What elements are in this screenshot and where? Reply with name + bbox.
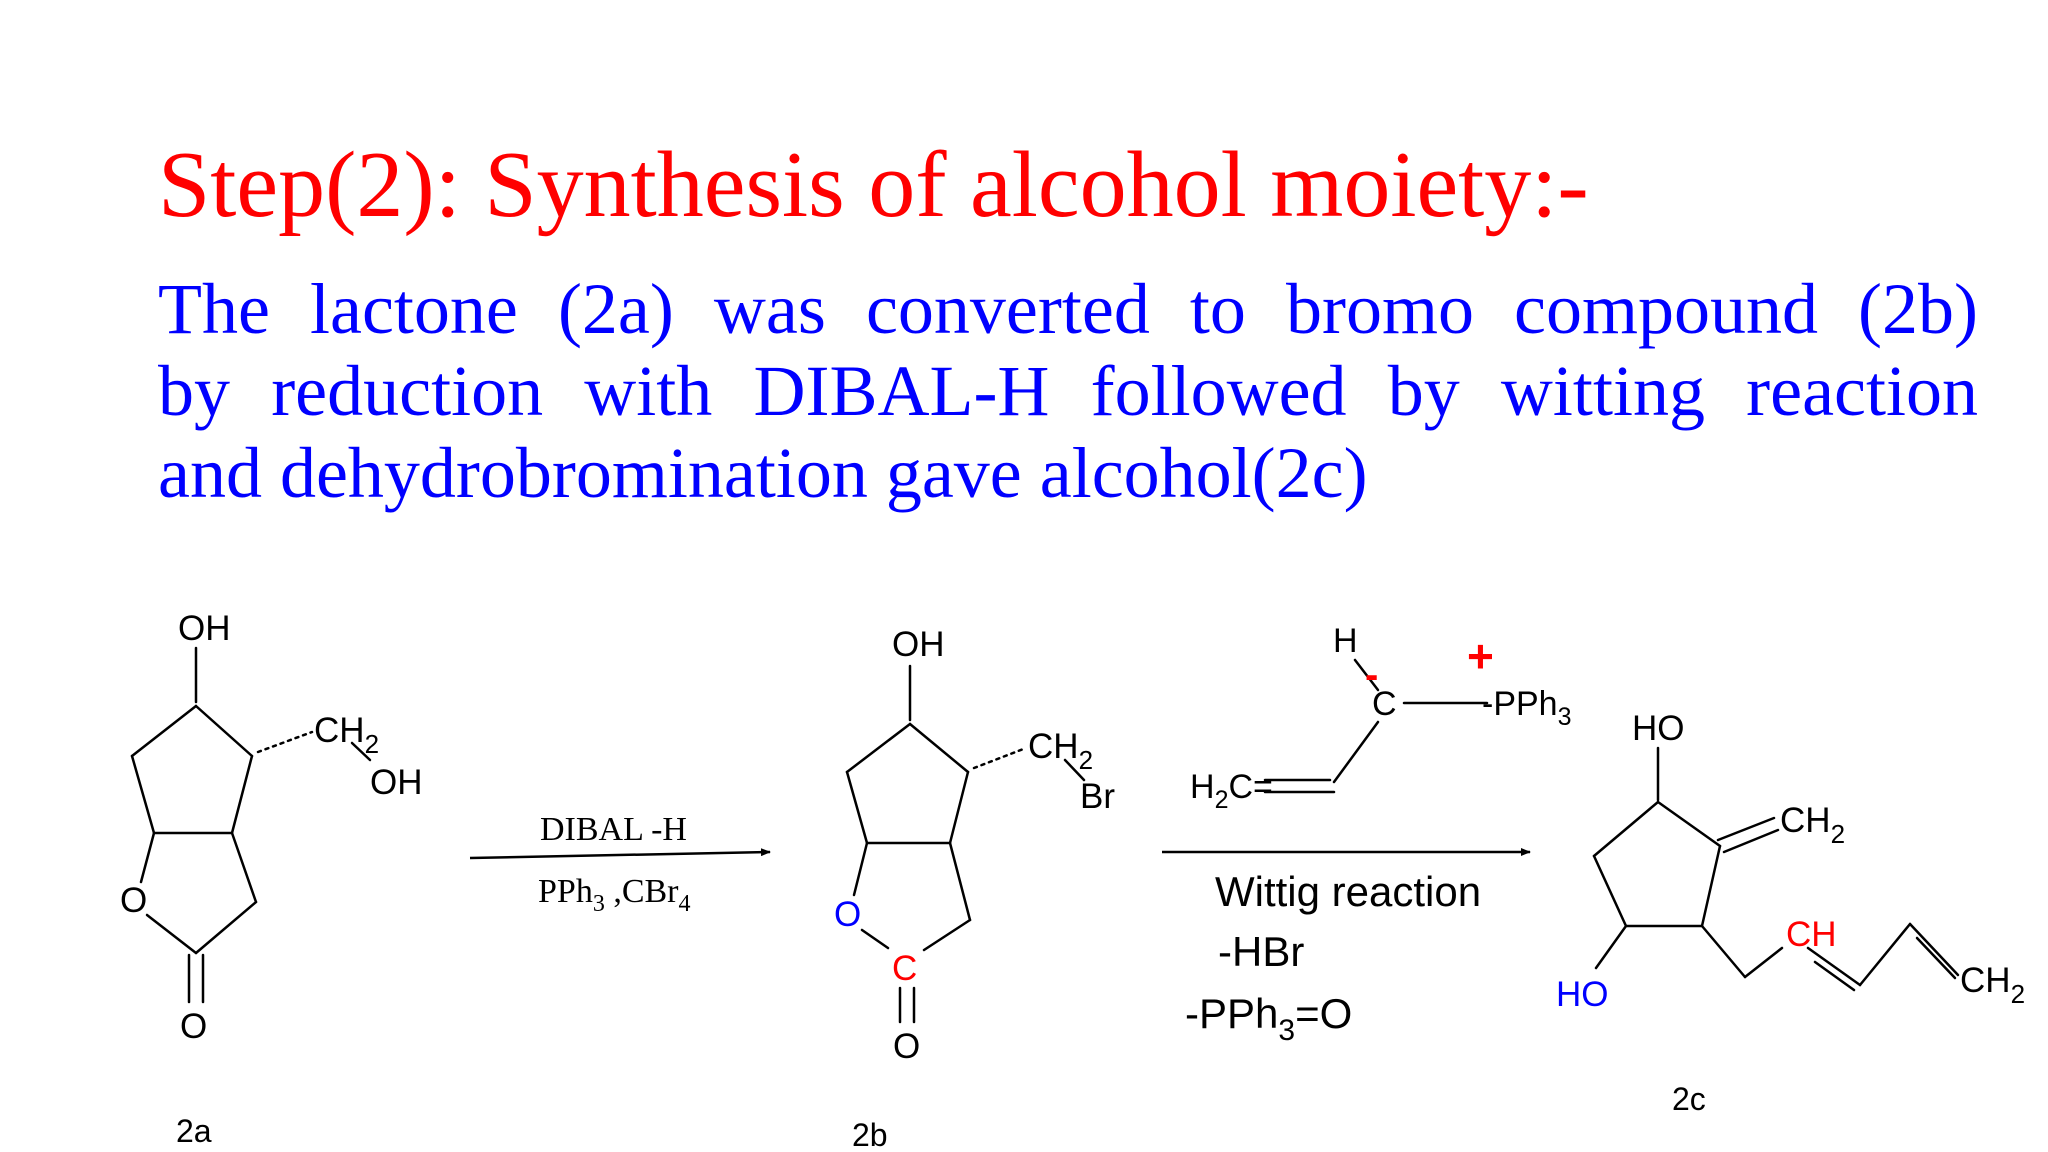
bond-2b-c5-c4 xyxy=(845,770,869,845)
bond-2a-c4-o xyxy=(139,831,156,884)
arrow-2-hbr: -HBr xyxy=(1218,928,1304,975)
description-line-3: and dehydrobromination gave alcohol(2c) xyxy=(158,433,1368,513)
bond-2b-c3-ch2 xyxy=(948,841,972,922)
bond-ylide-h-c xyxy=(1353,658,1380,692)
bond-2c-exo-1 xyxy=(1716,816,1776,842)
bond-2c-chain-5 xyxy=(1908,922,1960,977)
2c-ho-top: HO xyxy=(1632,709,1685,748)
bond-2c-chain-4 xyxy=(1858,922,1912,987)
2a-label: 2a xyxy=(176,1113,212,1149)
bond-2a-c5-c4 xyxy=(130,754,156,835)
ylide-reagent xyxy=(1263,658,1489,794)
2b-br: Br xyxy=(1080,777,1115,816)
arrow-1-reagent-top: DIBAL -H xyxy=(540,811,687,848)
bond-2b-c4-o xyxy=(852,841,869,897)
2a-carbonyl-o: O xyxy=(180,1007,207,1046)
ylide-pph3: -PPh3 xyxy=(1482,685,1572,731)
2c-ho-bottom: HO xyxy=(1556,975,1609,1014)
bond-2a-c1-c2 xyxy=(194,704,254,758)
2b-label: 2b xyxy=(852,1117,888,1152)
2c-ch2-top: CH2 xyxy=(1780,801,1845,849)
bond-2a-c2-c3 xyxy=(230,754,254,835)
description-paragraph: The lactone (2a) was converted to bromo … xyxy=(158,268,1978,514)
bond-2b-c2-c3 xyxy=(948,770,970,845)
2b-carbonyl-c: C xyxy=(892,949,917,988)
arrow-1-reagent-bottom: PPh3 ,CBr4 xyxy=(538,873,691,917)
bond-2a-c1-c5 xyxy=(130,704,198,758)
bond-2b-o-c xyxy=(860,928,890,950)
bond-2c-chain-1 xyxy=(1700,924,1747,979)
2b-ring-o: O xyxy=(834,895,861,934)
bond-2c-chain-3b xyxy=(1813,960,1856,992)
2a-ring-o: O xyxy=(120,881,147,920)
bond-2c-r1 xyxy=(1592,800,1660,858)
bond-2c-chain-5b xyxy=(1915,936,1957,980)
bond-2c-exo-2 xyxy=(1722,828,1780,854)
bond-2a-ch2-co xyxy=(194,900,258,955)
bond-2c-chain-2 xyxy=(1743,946,1784,979)
ylide-c: C xyxy=(1372,685,1397,723)
bond-2b-c1-c5 xyxy=(845,722,912,774)
bond-2a-ch2-oh xyxy=(350,741,372,762)
2a-oh-top: OH xyxy=(178,609,231,648)
2b-oh-top: OH xyxy=(892,625,945,664)
2a-ch2: CH2 xyxy=(314,711,379,759)
compound-2a xyxy=(130,646,372,1004)
bond-2b-c1-c2 xyxy=(908,722,970,774)
arrow-2-wittig: Wittig reaction xyxy=(1215,868,1481,915)
bond-ylide-c-ch xyxy=(1332,720,1380,784)
description-line-1: The lactone (2a) was converted to bromo … xyxy=(158,269,1978,349)
compound-2b xyxy=(845,664,1086,1024)
ylide-plus-charge: + xyxy=(1467,630,1494,682)
2c-label: 2c xyxy=(1672,1081,1706,1117)
ylide-minus-charge: - xyxy=(1365,653,1378,697)
bond-2b-ch2-br xyxy=(1063,758,1086,782)
bond-2c-r4 xyxy=(1700,844,1722,928)
2a-oh-side: OH xyxy=(370,763,423,802)
bond-2b-ch2-c xyxy=(922,918,972,952)
slide-title: Step(2): Synthesis of alcohol moiety:- xyxy=(158,133,1589,237)
arrow-1 xyxy=(469,848,771,860)
bond-2c-chain-3 xyxy=(1806,946,1862,987)
bond-2c-r2 xyxy=(1656,800,1722,848)
bond-2a-o-co xyxy=(145,913,198,955)
bond-2c-ho-bottom xyxy=(1594,924,1628,970)
bond-2a-hashed xyxy=(256,730,314,754)
ylide-h: H xyxy=(1333,622,1358,660)
description-line-2: by reduction with DIBAL-H followed by wi… xyxy=(158,351,1978,431)
2c-ch2-end: CH2 xyxy=(1960,961,2025,1009)
arrow-2-pph3o: -PPh3=O xyxy=(1185,990,1352,1047)
bond-2a-c3-ch2 xyxy=(230,831,258,904)
bond-2b-hashed xyxy=(972,746,1028,770)
2c-ch: CH xyxy=(1786,915,1837,954)
ylide-h2c: H2C= xyxy=(1190,768,1273,814)
2b-ch2: CH2 xyxy=(1028,727,1093,775)
2b-carbonyl-o: O xyxy=(893,1027,920,1066)
bond-2c-r3 xyxy=(1592,854,1628,928)
compound-2c xyxy=(1592,746,1960,992)
